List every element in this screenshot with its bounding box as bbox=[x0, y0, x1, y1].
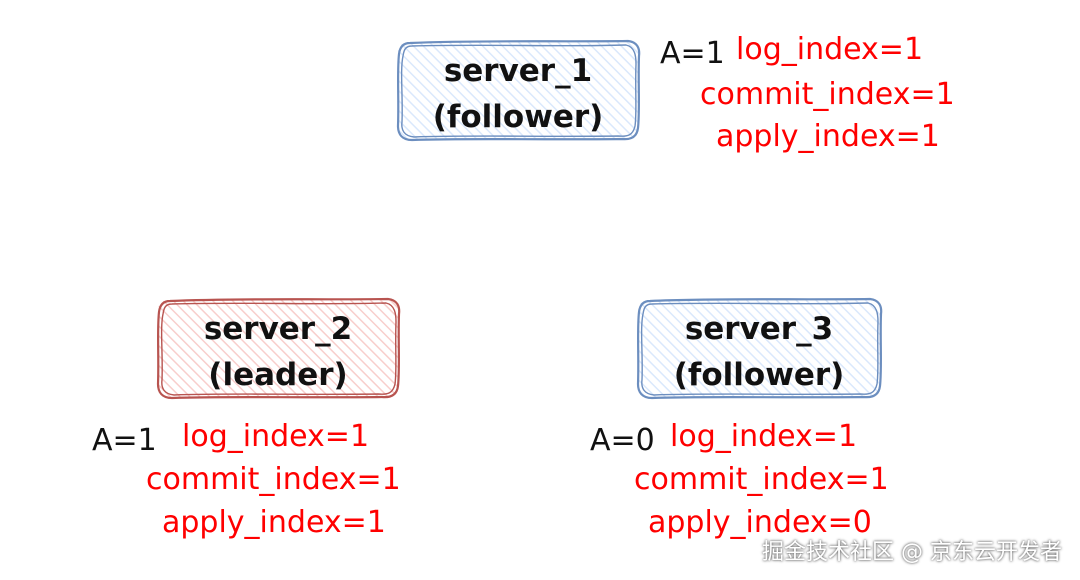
server-2-apply-index: apply_index=1 bbox=[162, 505, 386, 540]
server-2-state: A=1 bbox=[92, 423, 157, 458]
server-3-box bbox=[636, 297, 883, 400]
server-2-log-index: log_index=1 bbox=[182, 419, 370, 454]
server-2-role: (leader) bbox=[208, 357, 348, 393]
server-3-role: (follower) bbox=[673, 357, 845, 393]
server-3-log-index: log_index=1 bbox=[670, 419, 858, 454]
server-1-name: server_1 bbox=[443, 53, 593, 89]
server-3-label: server_3 (follower) bbox=[638, 306, 880, 398]
server-2-commit-index: commit_index=1 bbox=[146, 462, 401, 497]
server-1-commit-index: commit_index=1 bbox=[700, 77, 955, 112]
server-3-name: server_3 bbox=[684, 311, 834, 347]
server-1-log-index: log_index=1 bbox=[736, 32, 924, 67]
server-2-label: server_2 (leader) bbox=[158, 306, 398, 398]
server-1-box bbox=[396, 39, 641, 142]
server-1-role: (follower) bbox=[432, 99, 604, 135]
server-3-apply-index: apply_index=0 bbox=[648, 505, 872, 540]
server-1-state: A=1 bbox=[660, 36, 725, 71]
server-3-state: A=0 bbox=[590, 423, 655, 458]
server-3-commit-index: commit_index=1 bbox=[634, 462, 889, 497]
server-2-box bbox=[156, 297, 401, 400]
server-1-label: server_1 (follower) bbox=[398, 48, 638, 140]
server-1-apply-index: apply_index=1 bbox=[716, 119, 940, 154]
server-2-name: server_2 bbox=[203, 311, 353, 347]
watermark: 掘金技术社区 @ 京东云开发者 bbox=[762, 540, 1062, 565]
